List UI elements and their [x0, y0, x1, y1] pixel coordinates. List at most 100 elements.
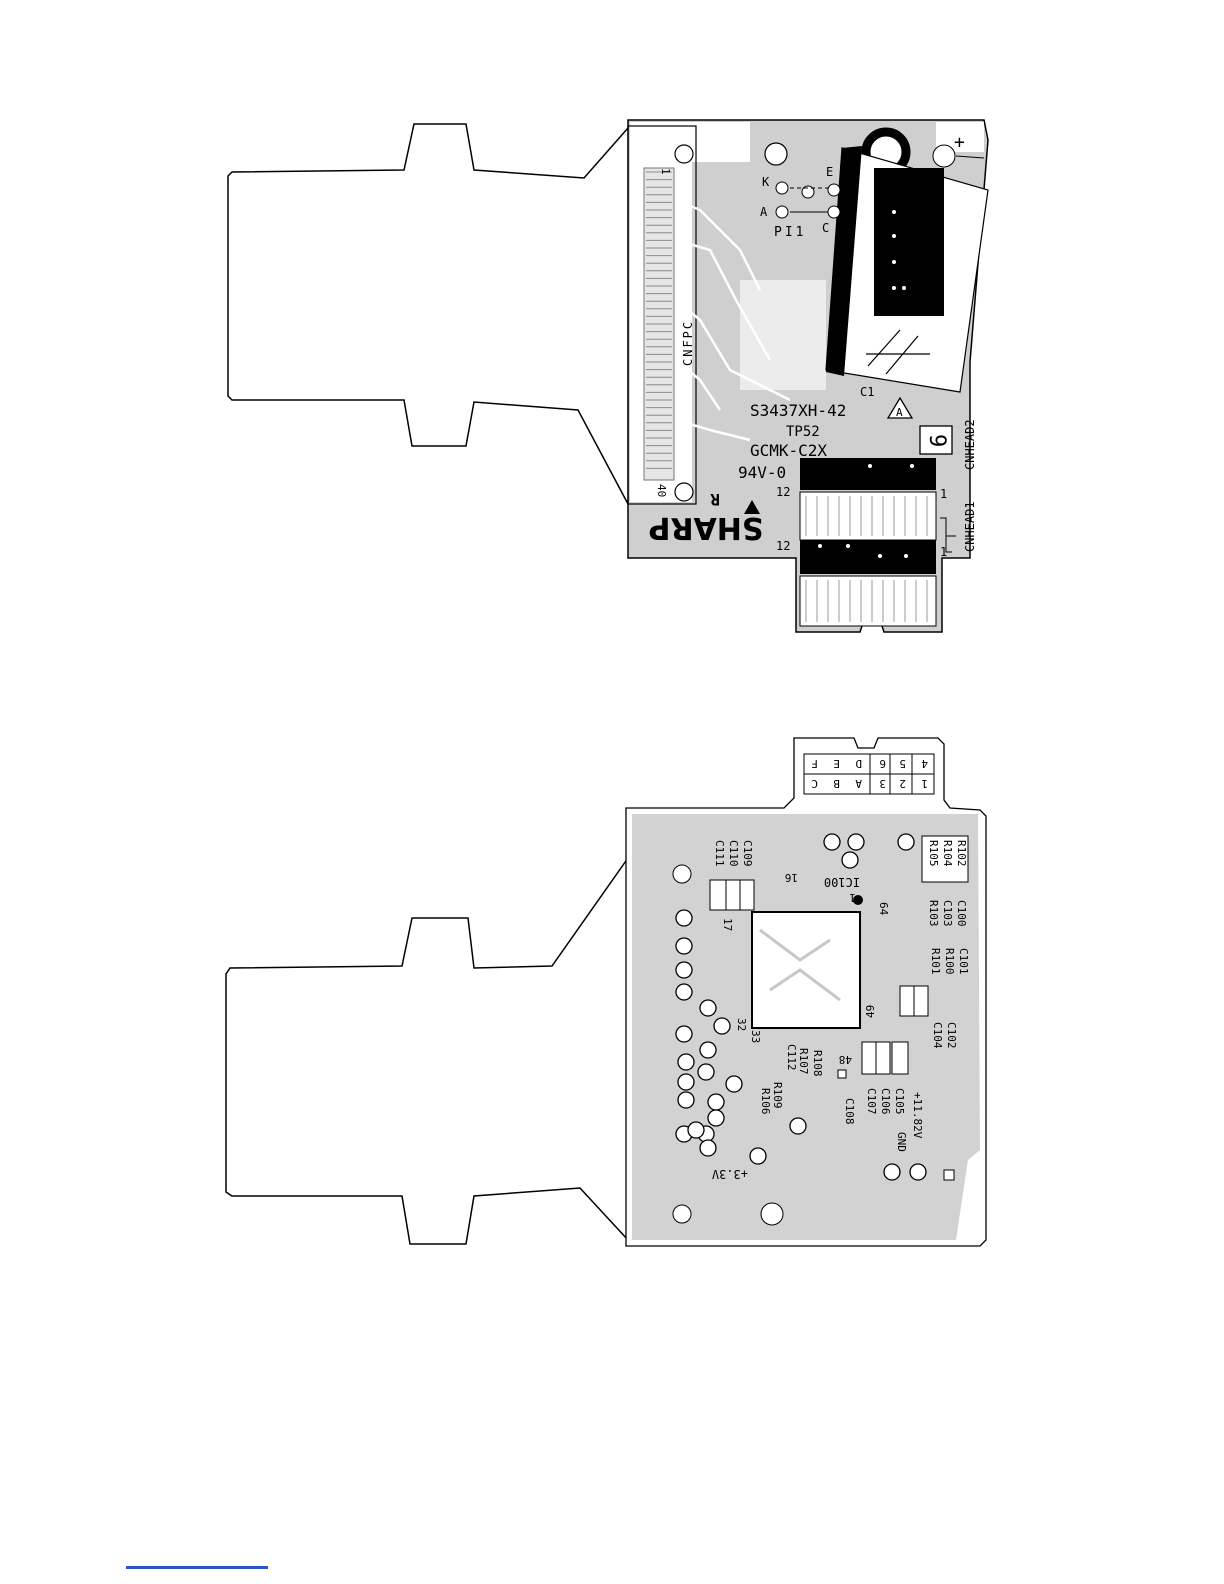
- top-white-upper: [692, 122, 750, 162]
- caps-mid-right-group: [900, 986, 928, 1016]
- cnfpc-pin-1: 1: [659, 168, 672, 175]
- round-pad: [708, 1110, 724, 1126]
- bottom-flex-cable-outline: [226, 858, 628, 1244]
- footer-link-underline: [126, 1566, 268, 1569]
- round-pad: [750, 1148, 766, 1164]
- ic100-body: [752, 912, 860, 1028]
- pad-grid: [804, 754, 934, 794]
- cap-label-mid-right: C104: [931, 1022, 944, 1049]
- ic100-pin-32: 32: [735, 1018, 748, 1031]
- ic100-pin-48: 48: [839, 1053, 852, 1066]
- ic100-pin-64: 64: [877, 902, 890, 916]
- c1-label: C1: [860, 385, 874, 399]
- plus-sign: +: [954, 132, 965, 153]
- round-pad: [700, 1000, 716, 1016]
- cap-label-mid-right: C102: [945, 1022, 958, 1049]
- ic100-pin-33: 33: [749, 1030, 762, 1043]
- res-label-r107: R107: [797, 1048, 810, 1075]
- round-pad: [700, 1140, 716, 1156]
- round-pad: [726, 1076, 742, 1092]
- pad-grid-top-label: D: [855, 757, 862, 770]
- pad-grid-bottom-label: 2: [899, 777, 906, 790]
- label-right-col2: R100: [943, 948, 956, 975]
- label-right-col2: C101: [957, 948, 970, 975]
- voltage-11-82v-label: +11.82V: [911, 1092, 924, 1139]
- round-pad: [898, 834, 914, 850]
- ic100-pin-16: 16: [785, 871, 798, 884]
- cap-label-c112: C112: [785, 1044, 798, 1071]
- round-pad: [688, 1122, 704, 1138]
- pi1-pin-e: E: [826, 165, 833, 179]
- cnhead2-label: CNHEAD2: [963, 419, 977, 470]
- res-label-r108: R108: [811, 1050, 824, 1077]
- pi1-label: PI1: [774, 225, 806, 240]
- pad-grid-bottom-label: B: [833, 777, 840, 790]
- round-pad: [676, 1026, 692, 1042]
- round-pad: [700, 1042, 716, 1058]
- pad-grid-top-label: E: [833, 757, 840, 770]
- board-number: S3437XH-42: [750, 401, 846, 420]
- ic100-label: IC100: [824, 875, 860, 889]
- caps-bottom-center-group: [862, 1042, 908, 1074]
- round-pad: [884, 1164, 900, 1180]
- round-pad: [676, 962, 692, 978]
- caps-top-group: [710, 880, 754, 910]
- round-pad: [842, 852, 858, 868]
- ic100-pin-1: 1: [849, 891, 856, 904]
- cnhead2-pin-12: 12: [776, 539, 790, 553]
- cap-label-bottom-center: C106: [879, 1088, 892, 1115]
- cap-label-top: C110: [727, 840, 740, 867]
- cap-label-top: C109: [741, 840, 754, 867]
- round-pad: [910, 1164, 926, 1180]
- cnhead1-pin-12: 12: [776, 485, 790, 499]
- round-pad: [678, 1074, 694, 1090]
- top-board: SHARP CNFPC 1 40 K E A C PI1 C1 + S3437X…: [228, 120, 988, 632]
- res-label-box: R105: [927, 840, 940, 867]
- top-white-area-mid: [740, 280, 826, 390]
- layer-number: 9: [924, 434, 949, 447]
- round-pad: [824, 834, 840, 850]
- pi1-pin-k: K: [762, 175, 770, 189]
- res-label-r106: R106: [759, 1088, 772, 1115]
- cap-label-bottom-center: C107: [865, 1088, 878, 1115]
- top-mount-hole-2: [765, 143, 787, 165]
- top-plus-pad: [933, 145, 955, 167]
- pad-grid-bottom-label: C: [811, 777, 818, 790]
- round-pad: [678, 1054, 694, 1070]
- round-pad: [698, 1064, 714, 1080]
- pad-grid-top-label: F: [811, 757, 818, 770]
- sharp-logo: SHARP: [648, 510, 763, 545]
- ul-mark: R: [710, 490, 720, 509]
- pad-grid-bottom-label: 3: [879, 777, 886, 790]
- cap-label-c108: C108: [843, 1098, 856, 1125]
- test-point-label: TP52: [786, 424, 820, 440]
- round-pad: [714, 1018, 730, 1034]
- warning-mark-letter: A: [896, 406, 903, 419]
- label-right-col1: R103: [927, 900, 940, 927]
- cnfpc-pin-40: 40: [655, 484, 668, 497]
- cap-label-bottom-center: C105: [893, 1088, 906, 1115]
- pi1-pin-a: A: [760, 205, 768, 219]
- top-mount-hole-3: [675, 483, 693, 501]
- cnhead-strip-1: [800, 458, 936, 490]
- res-label-r109: R109: [771, 1082, 784, 1109]
- cnhead1-pin-1: 1: [940, 487, 947, 501]
- flame-rating: 94V-0: [738, 463, 786, 482]
- top-mount-hole-1: [675, 145, 693, 163]
- res-label-box: R102: [955, 840, 968, 867]
- round-pad: [676, 910, 692, 926]
- pad-grid-top-label: 4: [921, 757, 928, 770]
- round-pad: [790, 1118, 806, 1134]
- small-square-pad: [838, 1070, 846, 1078]
- cnhead1-label: CNHEAD1: [963, 501, 977, 552]
- top-flex-cable-outline: [228, 124, 628, 504]
- round-pad: [676, 938, 692, 954]
- round-pad: [848, 834, 864, 850]
- c1-connector-block: [874, 168, 944, 316]
- small-square-pad-2: [944, 1170, 954, 1180]
- round-pad: [676, 984, 692, 1000]
- cap-label-top: C111: [713, 840, 726, 867]
- board-code: GCMK-C2X: [750, 441, 827, 460]
- pad-grid-top-label: 5: [899, 757, 906, 770]
- ic100-pin-49: 49: [864, 1005, 877, 1018]
